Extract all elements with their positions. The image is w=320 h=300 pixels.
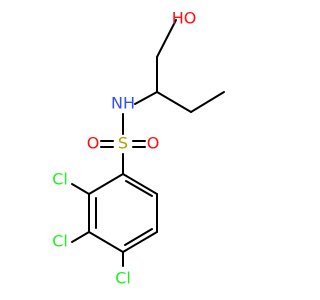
- molecule-structure: HO NH S O O Cl Cl Cl: [52, 9, 225, 288]
- hydroxyl-label: HO: [172, 9, 197, 28]
- bond-cl2: [71, 183, 90, 195]
- ring-bond-3: [122, 231, 158, 253]
- oxygen-left-label: O: [87, 134, 100, 153]
- ring-bond-1-inner: [125, 180, 153, 197]
- bond-ho-c1: [156, 19, 177, 58]
- atom-label-layer: HO NH S O O Cl Cl Cl: [52, 9, 196, 288]
- bond-layer: [71, 19, 225, 267]
- sulfur-label: S: [118, 134, 128, 153]
- ring-bond-6: [88, 173, 124, 195]
- chlorine-2-label: Cl: [52, 170, 68, 189]
- ring-bond-4: [88, 231, 124, 253]
- amine-label: NH: [111, 94, 135, 113]
- oxygen-right-label: O: [147, 134, 160, 153]
- ring-bond-1: [122, 173, 158, 195]
- molecule-canvas: HO NH S O O Cl Cl Cl: [52, 8, 225, 288]
- ring-bond-3-inner: [124, 228, 153, 246]
- chlorine-3-label: Cl: [52, 232, 68, 251]
- bond-c2-c3: [156, 91, 192, 113]
- bond-c3-c4: [190, 91, 225, 113]
- bond-cl3: [71, 231, 90, 243]
- bond-c2-n: [134, 91, 158, 105]
- chlorine-4-label: Cl: [115, 269, 131, 288]
